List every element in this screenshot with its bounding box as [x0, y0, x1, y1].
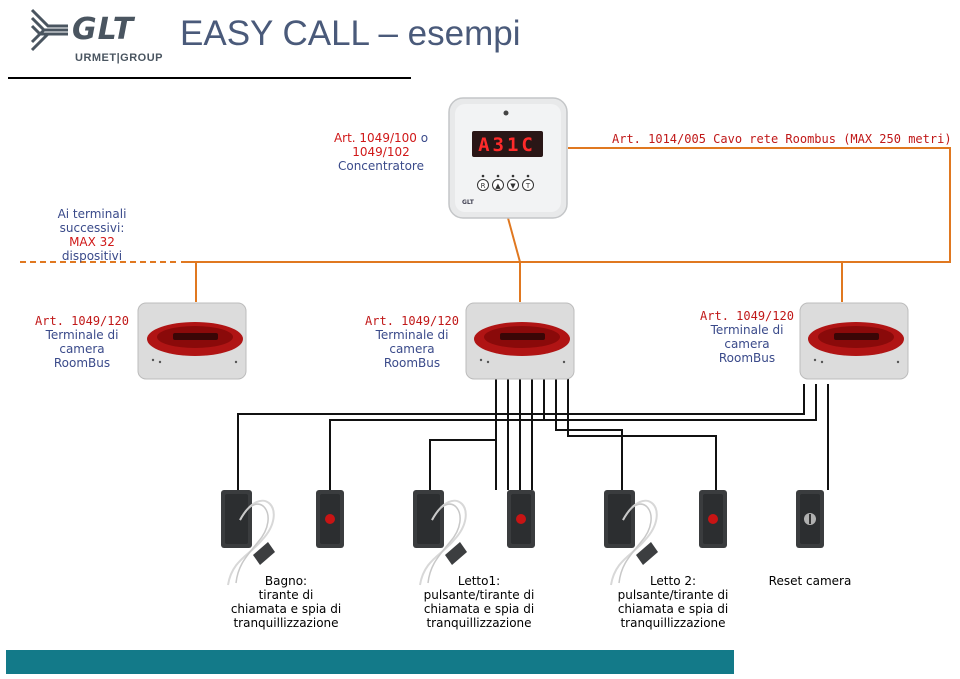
concentrator-display [472, 131, 543, 157]
successive-line3: MAX 32 [69, 235, 115, 249]
device-label-line: tranquillizzazione [620, 616, 726, 630]
concentrator-device: A31C R ▲ ▼ T GLT [448, 97, 568, 219]
device-label-line: tranquillizzazione [233, 616, 339, 630]
device-label-line: chiamata e spia di [230, 602, 342, 616]
concentrator-art-code-2: 1049/102 [352, 145, 410, 159]
page-title: EASY CALL – esempi [180, 14, 521, 53]
device-label-line: tirante di [258, 588, 314, 602]
device-label-line: Letto 2: [649, 574, 697, 588]
pull-cord-module-1 [221, 490, 275, 586]
cable-to-terminal-1 [195, 217, 522, 302]
wire-2 [329, 384, 817, 490]
terminal-desc-1: Terminale di [375, 328, 449, 342]
lamp-module-1 [316, 490, 344, 548]
key-reset-module [796, 490, 824, 548]
concentrator-art-code: Art. 1049/100 [333, 131, 417, 145]
button-t-icon [522, 179, 534, 191]
lamp-module-2 [507, 490, 535, 548]
concentrator-brand: GLT [462, 199, 475, 206]
svg-text:T: T [525, 182, 531, 190]
device-label-line: pulsante/tirante di [617, 588, 729, 602]
display-text: A31C [478, 134, 536, 156]
terminal-device-2 [465, 302, 575, 380]
terminal-art-code: Art. 1049/120 [700, 309, 794, 323]
logo-text: GLT [72, 12, 135, 47]
terminal-desc-3: RoomBus [718, 351, 776, 365]
successive-line4: dispositivi [61, 249, 123, 263]
successive-line2: successivi: [59, 221, 125, 235]
device-label-line: chiamata e spia di [617, 602, 729, 616]
device-label-bagno: Bagno: tirante di chiamata e spia di tra… [226, 574, 346, 630]
device-label-line: Letto1: [457, 574, 501, 588]
pull-cord-module-3 [604, 490, 658, 586]
button-down-icon [507, 179, 519, 191]
terminal-device-1 [137, 302, 247, 380]
glt-logo: GLT URMET|GROUP [28, 4, 163, 70]
device-label-line: Bagno: [264, 574, 308, 588]
svg-text:R: R [481, 182, 486, 190]
terminal-art-code: Art. 1049/120 [35, 314, 129, 328]
device-label-line: pulsante/tirante di [423, 588, 535, 602]
successive-terminals-label: Ai terminali successivi: MAX 32 disposit… [52, 207, 132, 263]
button-up-icon [492, 179, 504, 191]
terminal-desc-2: camera [389, 342, 435, 356]
svg-text:▲: ▲ [495, 182, 501, 190]
terminal-label-3: Art. 1049/120 Terminale di camera RoomBu… [697, 309, 797, 365]
title-underline [8, 77, 411, 79]
wire-9 [567, 378, 717, 490]
wire-8 [555, 378, 623, 490]
terminal-desc-1: Terminale di [45, 328, 119, 342]
device-label-line: tranquillizzazione [426, 616, 532, 630]
terminal-desc-2: camera [724, 337, 770, 351]
device-label-letto1: Letto1: pulsante/tirante di chiamata e s… [414, 574, 544, 630]
terminal-desc-1: Terminale di [710, 323, 784, 337]
terminal-desc-3: RoomBus [53, 356, 111, 370]
pull-cord-module-2 [413, 490, 467, 586]
logo-subtext: URMET|GROUP [75, 52, 164, 64]
device-wires [237, 378, 829, 490]
footer-bar [6, 650, 734, 674]
wire-10 [429, 439, 496, 490]
logo-stripes-icon [30, 8, 68, 52]
terminal-desc-3: RoomBus [383, 356, 441, 370]
terminal-art-code: Art. 1049/120 [365, 314, 459, 328]
roombus-cable [181, 147, 951, 302]
concentrator-caption: Concentratore [337, 159, 424, 173]
svg-text:▼: ▼ [510, 182, 516, 190]
device-label-reset: Reset camera [762, 574, 858, 588]
terminal-label-2: Art. 1049/120 Terminale di camera RoomBu… [362, 314, 462, 370]
device-label-line: Reset camera [768, 574, 852, 588]
cable-right [568, 147, 951, 302]
successive-line1: Ai terminali [57, 207, 127, 221]
device-label-letto2: Letto 2: pulsante/tirante di chiamata e … [608, 574, 738, 630]
concentrator-art-or: o [416, 131, 429, 145]
terminal-label-1: Art. 1049/120 Terminale di camera RoomBu… [32, 314, 132, 370]
device-label-line: chiamata e spia di [423, 602, 535, 616]
terminal-desc-2: camera [59, 342, 105, 356]
cable-label: Art. 1014/005 Cavo rete Roombus (MAX 250… [612, 132, 952, 146]
button-r-icon [477, 179, 489, 191]
concentrator-label: Art. 1049/100 o 1049/102 Concentratore [318, 131, 444, 173]
lamp-module-3 [699, 490, 727, 548]
terminal-device-3 [799, 302, 909, 380]
